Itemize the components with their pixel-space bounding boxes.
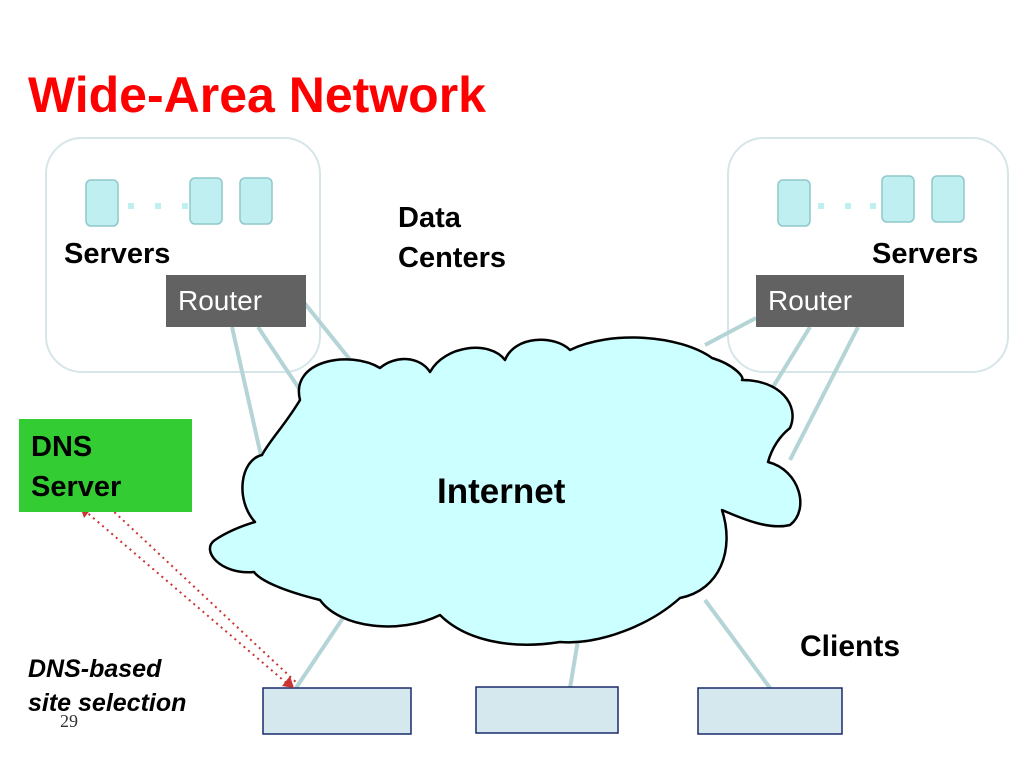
dns-server-label-line2: Server [31,471,122,503]
router-left: Router [166,275,306,327]
client-node [697,687,843,735]
server-node [85,179,119,227]
slide-title: Wide-Area Network [28,67,486,123]
data-centers-label: Data Centers [398,198,506,278]
client-node [475,686,619,734]
router-right: Router [756,275,904,327]
dns-server-label-line1: DNS [31,431,93,463]
data-centers-label-line2: Centers [398,242,506,274]
server-node [777,179,811,227]
page-number: 29 [60,711,78,731]
arrowhead-icon [282,676,294,688]
server-node [881,175,915,223]
dns-selection-caption-line1: DNS-based [28,655,162,683]
server-node [239,177,273,225]
internet-label: Internet [437,472,566,511]
data-centers-label-line1: Data [398,202,461,234]
servers-label-right: Servers [872,238,979,270]
dns-selection-caption: DNS-based site selection [28,652,186,720]
dns-server-box: DNS Server [19,419,192,512]
clients-label: Clients [800,630,901,663]
servers-left [85,177,273,227]
client-node [262,687,412,735]
internet-cloud [208,336,802,646]
server-node [189,177,223,225]
ellipsis-dots [128,203,188,209]
servers-right [777,175,965,227]
network-links [230,298,860,690]
servers-label-left: Servers [64,238,171,270]
dns-selection-caption-line2: site selection [28,689,187,717]
ellipsis-dots [818,203,876,209]
dns-selection-arrows [83,507,299,687]
server-node [931,175,965,223]
